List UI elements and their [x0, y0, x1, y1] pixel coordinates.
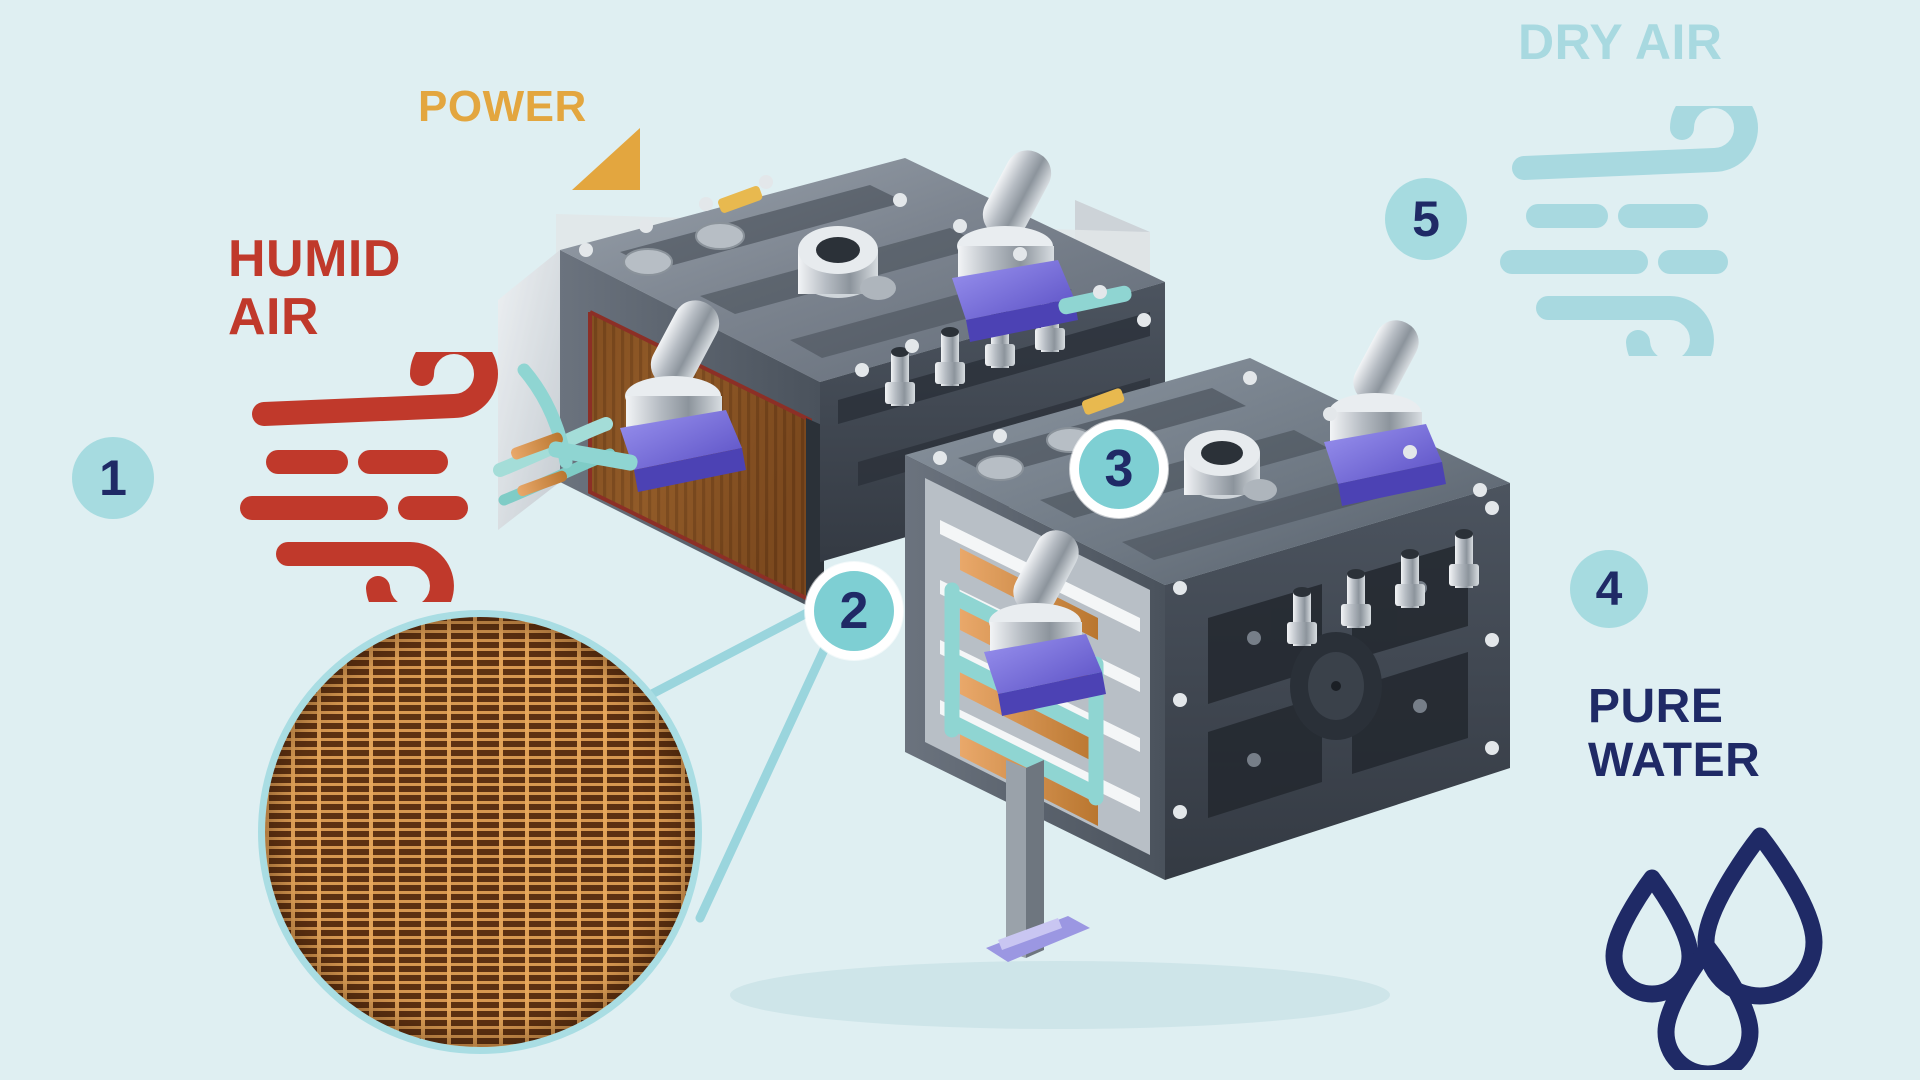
step-badge-4[interactable]: 4: [1570, 550, 1648, 628]
power-triangle-icon: [572, 128, 640, 190]
copper-mesh-magnifier-inset: [258, 610, 702, 1054]
step-badge-2[interactable]: 2: [805, 562, 903, 660]
wind-icon: [240, 352, 498, 602]
step-badge-5[interactable]: 5: [1385, 178, 1467, 260]
humid-air-label: HUMID AIR: [228, 230, 401, 347]
dry-air-label: DRY AIR: [1518, 14, 1723, 70]
pure-water-label: PURE WATER: [1588, 680, 1761, 787]
wind-icon: [1500, 106, 1758, 356]
step-badge-3[interactable]: 3: [1070, 420, 1168, 518]
step-badge-1[interactable]: 1: [72, 437, 154, 519]
power-label: POWER: [418, 82, 587, 131]
water-droplets-icon: [1605, 827, 1823, 1070]
